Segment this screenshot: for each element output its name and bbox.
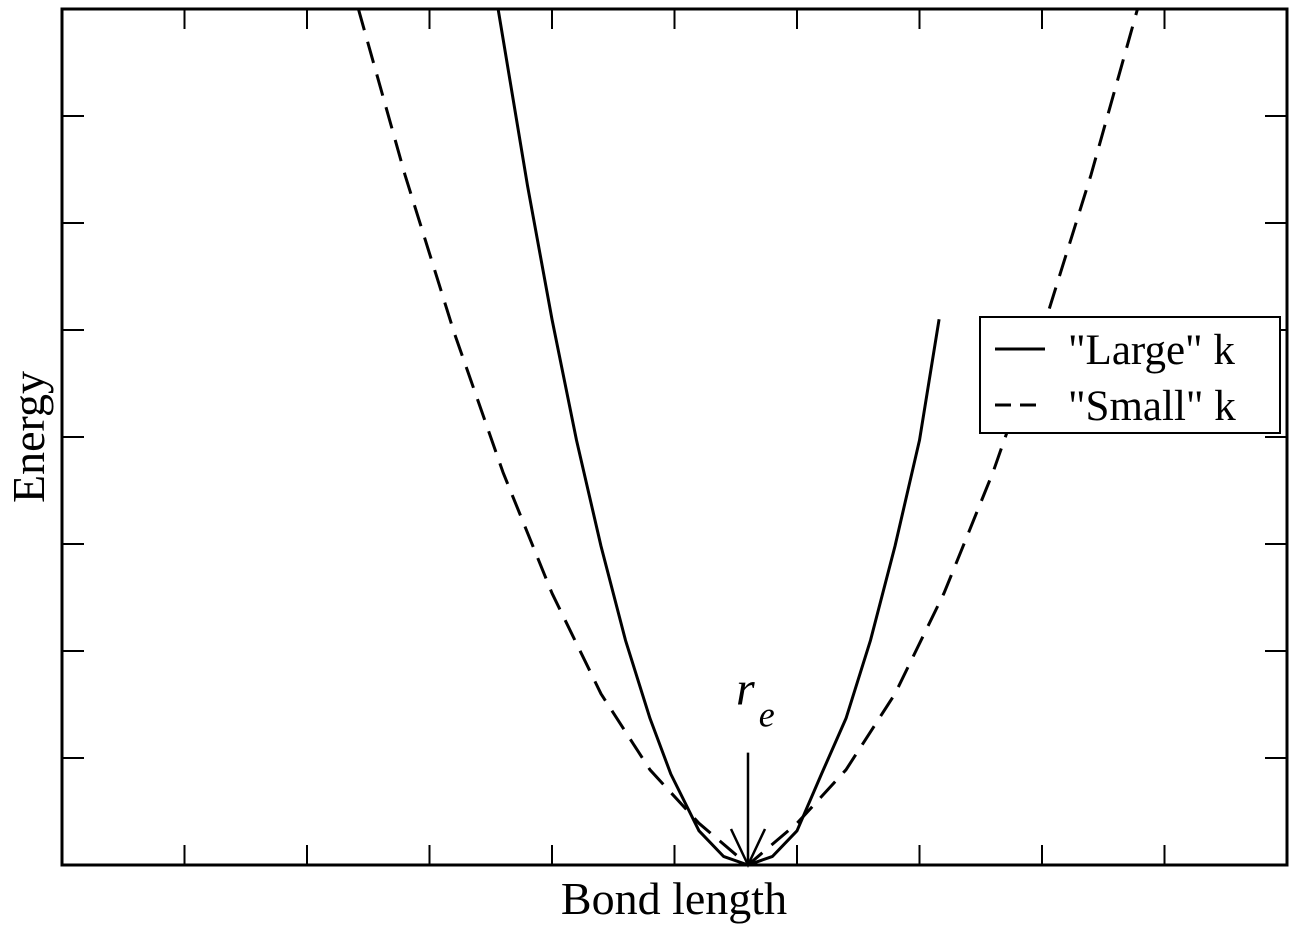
x-axis-label: Bond length <box>561 873 787 924</box>
curves <box>356 8 1139 867</box>
legend: "Large" k "Small" k <box>979 316 1281 434</box>
curve-large-k <box>496 8 941 867</box>
curve-small-k <box>356 8 1139 867</box>
re-label-main: r <box>736 663 755 716</box>
legend-box <box>979 316 1281 434</box>
re-label-subscript: e <box>759 695 775 735</box>
y-axis-label: Energy <box>3 371 54 503</box>
plot-frame <box>60 7 1289 867</box>
legend-label-large-k: "Large" k <box>1068 327 1235 374</box>
axis-ticks <box>62 9 1287 865</box>
legend-label-small-k: "Small" k <box>1068 383 1236 430</box>
